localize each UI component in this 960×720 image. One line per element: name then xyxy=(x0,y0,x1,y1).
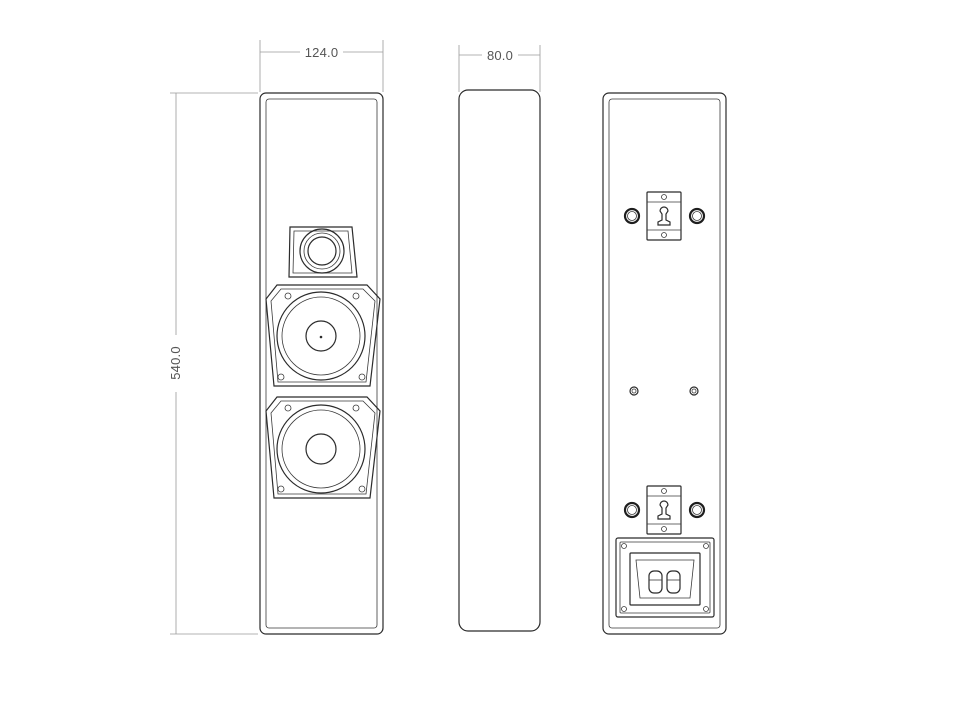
tweeter xyxy=(288,226,358,278)
woofer-lower xyxy=(265,396,381,499)
keyhole-bracket-bottom xyxy=(623,485,706,535)
side-depth-label: 80.0 xyxy=(487,48,513,63)
terminal-plate xyxy=(615,537,715,618)
mid-screw-holes xyxy=(629,386,699,396)
dimension-side-depth: 80.0 xyxy=(458,45,541,92)
woofer-upper xyxy=(265,284,381,387)
front-width-label: 124.0 xyxy=(305,45,339,60)
front-view xyxy=(259,92,384,635)
dimension-height: 540.0 xyxy=(168,92,258,635)
side-view xyxy=(458,89,541,632)
keyhole-bracket-top xyxy=(623,191,706,241)
dimension-front-width: 124.0 xyxy=(259,40,384,92)
height-label: 540.0 xyxy=(168,346,183,380)
back-view xyxy=(602,92,727,635)
